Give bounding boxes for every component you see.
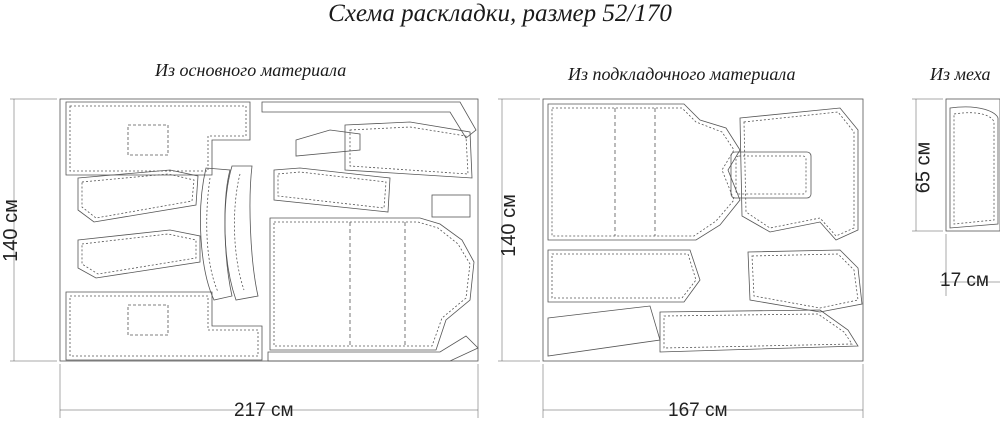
section-label-lining: Из подкладочного материала <box>568 64 796 84</box>
main-height-label: 140 см <box>0 199 22 262</box>
piece-collar <box>295 129 361 157</box>
piece-pocket <box>273 167 391 213</box>
section-label-fur: Из меха <box>930 64 991 84</box>
fur-piece <box>949 106 999 229</box>
lining-border <box>542 98 864 362</box>
page-title: Схема раскладки, размер 52/170 <box>328 0 672 27</box>
piece-strip-top <box>261 101 477 139</box>
piece-strip-bottom <box>267 335 479 362</box>
fur-border <box>945 98 1000 232</box>
piece-small-rect <box>431 194 471 218</box>
lining-piece-right <box>739 107 859 241</box>
lining-piece-low-right <box>747 249 863 313</box>
section-label-main: Из основного материала <box>155 60 347 80</box>
lining-height-label: 140 см <box>497 194 520 257</box>
piece-center-oval-2 <box>224 165 259 301</box>
fur-width-label: 17 см <box>940 270 989 291</box>
lining-piece-low-left <box>547 249 701 303</box>
lining-piece-bottom-left <box>547 305 661 357</box>
piece-back-bottom <box>65 291 263 361</box>
lining-piece-bottom-right <box>659 309 859 353</box>
lining-width-label: 167 см <box>668 400 728 421</box>
piece-back-top <box>65 101 251 176</box>
main-fabric-border <box>59 98 479 362</box>
lining-layout <box>498 98 864 418</box>
fur-height-label: 65 см <box>912 141 935 194</box>
piece-front <box>269 217 475 351</box>
lining-piece-inner <box>730 151 812 199</box>
main-width-label: 217 см <box>234 400 294 421</box>
lining-piece-back <box>547 103 741 241</box>
main-fabric-layout <box>10 98 479 418</box>
piece-sleeve-left-top <box>77 169 199 223</box>
piece-sleeve-top <box>344 121 473 179</box>
piece-sleeve-left-mid <box>77 229 201 279</box>
fur-layout <box>912 98 1000 296</box>
